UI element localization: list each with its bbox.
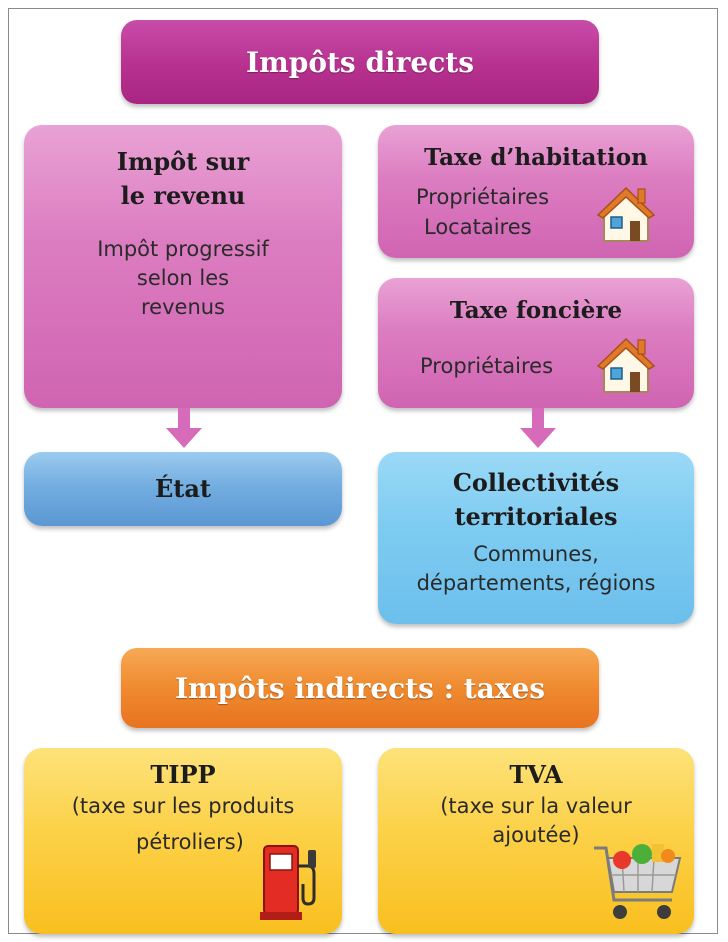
tipp-line2: pétroliers) <box>136 830 244 854</box>
income-tax-desc-line3: revenus <box>141 295 225 319</box>
housing-tax-line1: Propriétaires <box>416 185 550 209</box>
housing-tax-title: Taxe d’habitation <box>424 144 648 171</box>
income-tax-title-line2: le revenu <box>120 181 246 210</box>
tva-line1: (taxe sur la valeur <box>440 794 632 818</box>
tva-box: TVA (taxe sur la valeur ajoutée) <box>378 748 694 934</box>
indirect-taxes-banner: Impôts indirects : taxes <box>121 648 599 728</box>
tipp-line1: (taxe sur les produits <box>71 794 295 818</box>
diagram-frame <box>8 8 718 934</box>
local-authorities-box: Collectivités territoriales Communes, dé… <box>378 452 694 624</box>
state-box: État <box>24 452 342 526</box>
indirect-taxes-banner-label: Impôts indirects : taxes <box>174 671 546 705</box>
local-authorities-title-line1: Collectivités <box>452 468 620 497</box>
income-tax-desc-line2: selon les <box>136 266 230 290</box>
income-tax-desc-line1: Impôt progressif <box>97 237 269 261</box>
direct-taxes-banner: Impôts directs <box>121 20 599 104</box>
housing-tax-line2: Locataires <box>424 215 532 239</box>
tva-line2: ajoutée) <box>492 823 580 847</box>
direct-taxes-banner-label: Impôts directs <box>246 45 474 79</box>
local-authorities-line2: départements, régions <box>416 571 656 595</box>
house-icon <box>596 337 656 393</box>
local-authorities-title-line2: territoriales <box>454 502 618 531</box>
tipp-box: TIPP (taxe sur les produits pétroliers) <box>24 748 342 934</box>
property-tax-box: Taxe foncière Propriétaires <box>378 278 694 408</box>
state-label: État <box>154 474 211 503</box>
fuel-pump-icon <box>260 845 316 920</box>
property-tax-title: Taxe foncière <box>449 297 623 324</box>
arrow-down-icon <box>520 408 556 448</box>
local-authorities-line1: Communes, <box>473 542 599 566</box>
shopping-cart-icon <box>594 844 682 919</box>
housing-tax-box: Taxe d’habitation Propriétaires Locatair… <box>378 125 694 258</box>
tva-title: TVA <box>509 760 563 789</box>
house-icon <box>596 186 656 242</box>
income-tax-title-line1: Impôt sur <box>116 147 250 176</box>
income-tax-box: Impôt sur le revenu Impôt progressif sel… <box>24 125 342 408</box>
arrow-down-icon <box>166 408 202 448</box>
property-tax-line1: Propriétaires <box>420 354 554 378</box>
tipp-title: TIPP <box>150 760 216 789</box>
